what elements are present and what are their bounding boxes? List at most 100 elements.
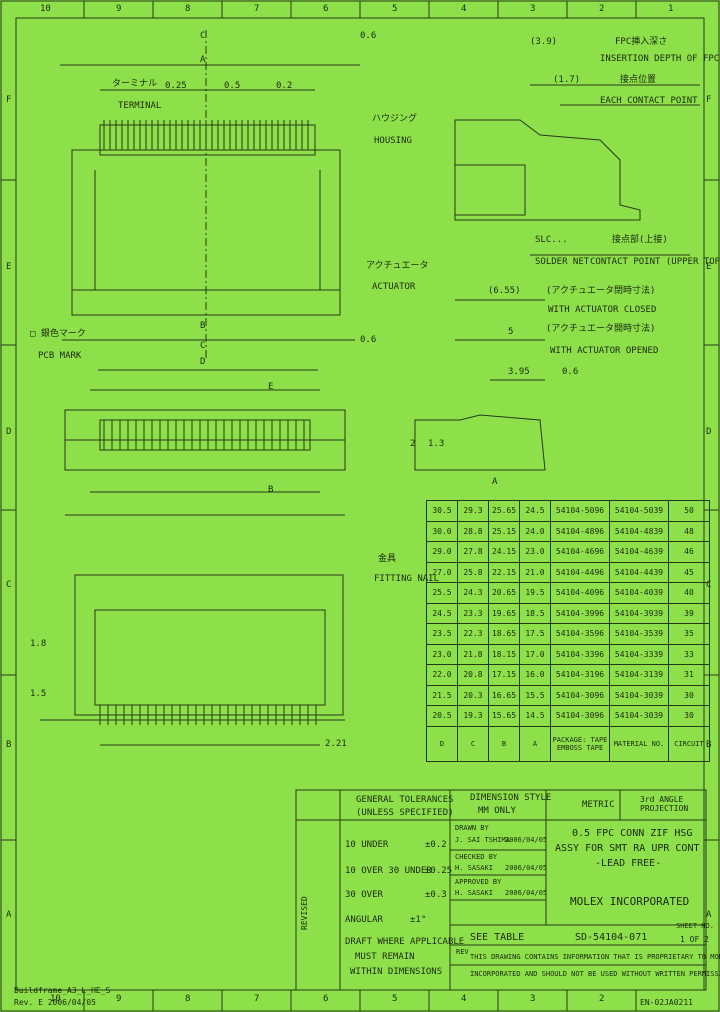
table-cell: 54104-3039 xyxy=(609,705,669,727)
grid-col: 4 xyxy=(461,4,467,14)
grid-col: 3 xyxy=(530,4,536,14)
grid-row: B xyxy=(6,740,12,750)
callout-label: PCB MARK xyxy=(38,351,82,361)
grid-col: 8 xyxy=(185,994,191,1004)
table-cell: 23.0 xyxy=(426,643,458,665)
table-cell: 54104-3996 xyxy=(550,602,610,624)
dim-label: C xyxy=(200,341,206,351)
table-header-cell: MATERIAL NO. xyxy=(609,725,669,762)
dim-label: A xyxy=(200,55,206,65)
tol-value: ±0.2 xyxy=(425,840,447,850)
dim-label: 0.6 xyxy=(360,31,377,41)
callout-label: INSERTION DEPTH OF FPC xyxy=(600,54,720,64)
table-cell: 40 xyxy=(668,582,710,604)
callout-label: FPC挿入深さ xyxy=(615,37,668,47)
table-cell: 54104-3939 xyxy=(609,602,669,624)
table-cell: 20.5 xyxy=(426,705,458,727)
table-cell: 22.15 xyxy=(488,561,520,583)
callout-label: 金具 xyxy=(378,554,397,564)
table-cell: 54104-3039 xyxy=(609,684,669,706)
table-cell: 23.5 xyxy=(426,623,458,645)
tol-value: ±0.25 xyxy=(425,866,453,876)
table-cell: 29.0 xyxy=(426,541,458,563)
approved-label: APPROVED BY xyxy=(455,878,502,886)
rev-label: REV xyxy=(456,948,469,956)
grid-col: 2 xyxy=(599,994,605,1004)
table-cell: 24.15 xyxy=(488,541,520,563)
table-cell: 29.3 xyxy=(457,500,489,522)
table-cell: 25.8 xyxy=(457,561,489,583)
checked-label: CHECKED BY xyxy=(455,853,498,861)
tol-row: 30 OVER xyxy=(345,890,383,900)
date: 2006/04/05 xyxy=(505,864,548,872)
dim-label: 0.6 xyxy=(562,367,579,377)
doc-number: SD-54104-071 xyxy=(575,932,648,943)
table-cell: 54104-4496 xyxy=(550,561,610,583)
footer-right: EN-02JA0211 xyxy=(640,998,693,1007)
callout-label: (アクチュエータ閉時寸法) xyxy=(546,286,656,296)
table-header-cell: PACKAGE: TAPE EMBOSS TAPE xyxy=(550,725,610,762)
date: 2006/04/05 xyxy=(505,889,548,897)
table-cell: 22.0 xyxy=(426,664,458,686)
table-cell: 54104-4039 xyxy=(609,582,669,604)
table-cell: 54104-4096 xyxy=(550,582,610,604)
grid-col: 5 xyxy=(392,4,398,14)
draft-note: DRAFT WHERE APPLICABLE xyxy=(345,937,465,947)
table-cell: 39 xyxy=(668,602,710,624)
table-cell: 20.65 xyxy=(488,582,520,604)
draft-note: WITHIN DIMENSIONS xyxy=(350,967,443,977)
dim-label: (3.9) xyxy=(530,37,558,47)
date: 2006/04/05 xyxy=(505,836,548,844)
footer-left: Rev. E 2006/04/05 xyxy=(14,998,96,1007)
table-cell: 14.5 xyxy=(519,705,551,727)
tol-row: 10 UNDER xyxy=(345,840,389,850)
drawn-value: J. SAI TSHIMA xyxy=(455,836,510,844)
dim-label: B xyxy=(200,321,206,331)
table-cell: 54104-3339 xyxy=(609,643,669,665)
table-cell: 22.3 xyxy=(457,623,489,645)
dim-label: 2 xyxy=(410,439,416,449)
table-cell: 20.3 xyxy=(457,684,489,706)
tol-row: 10 OVER 30 UNDER xyxy=(345,866,432,876)
callout-label: アクチュエータ xyxy=(366,261,429,271)
table-cell: 27.8 xyxy=(457,541,489,563)
dim-label: E xyxy=(268,382,274,392)
revised-label: REVISED xyxy=(300,896,309,930)
callout-label: WITH ACTUATOR CLOSED xyxy=(548,305,657,315)
table-cell: 18.5 xyxy=(519,602,551,624)
table-cell: 23.0 xyxy=(519,541,551,563)
table-cell: 33 xyxy=(668,643,710,665)
table-cell: 54104-4696 xyxy=(550,541,610,563)
table-cell: 17.0 xyxy=(519,643,551,665)
title-line: -LEAD FREE- xyxy=(595,858,662,869)
table-cell: 21.5 xyxy=(426,684,458,706)
table-cell: 54104-4896 xyxy=(550,520,610,542)
angular-value: ±1° xyxy=(410,915,427,925)
table-cell: 25.5 xyxy=(426,582,458,604)
projection: 3rd ANGLE PROJECTION xyxy=(640,795,689,813)
callout-label: WITH ACTUATOR OPENED xyxy=(550,346,659,356)
metric: METRIC xyxy=(582,800,615,810)
table-cell: 28.8 xyxy=(457,520,489,542)
drawn-label: DRAWN BY xyxy=(455,824,489,832)
grid-row: F xyxy=(6,95,12,105)
table-cell: 17.5 xyxy=(519,623,551,645)
table-cell: 54104-4839 xyxy=(609,520,669,542)
table-cell: 54104-3539 xyxy=(609,623,669,645)
table-cell: 54104-3196 xyxy=(550,664,610,686)
dim-label: (6.55) xyxy=(488,286,521,296)
grid-col: 1 xyxy=(668,4,674,14)
table-cell: 25.65 xyxy=(488,500,520,522)
table-header-cell: D xyxy=(426,725,458,762)
table-cell: 54104-4639 xyxy=(609,541,669,563)
angular: ANGULAR xyxy=(345,915,383,925)
grid-col: 9 xyxy=(116,994,122,1004)
